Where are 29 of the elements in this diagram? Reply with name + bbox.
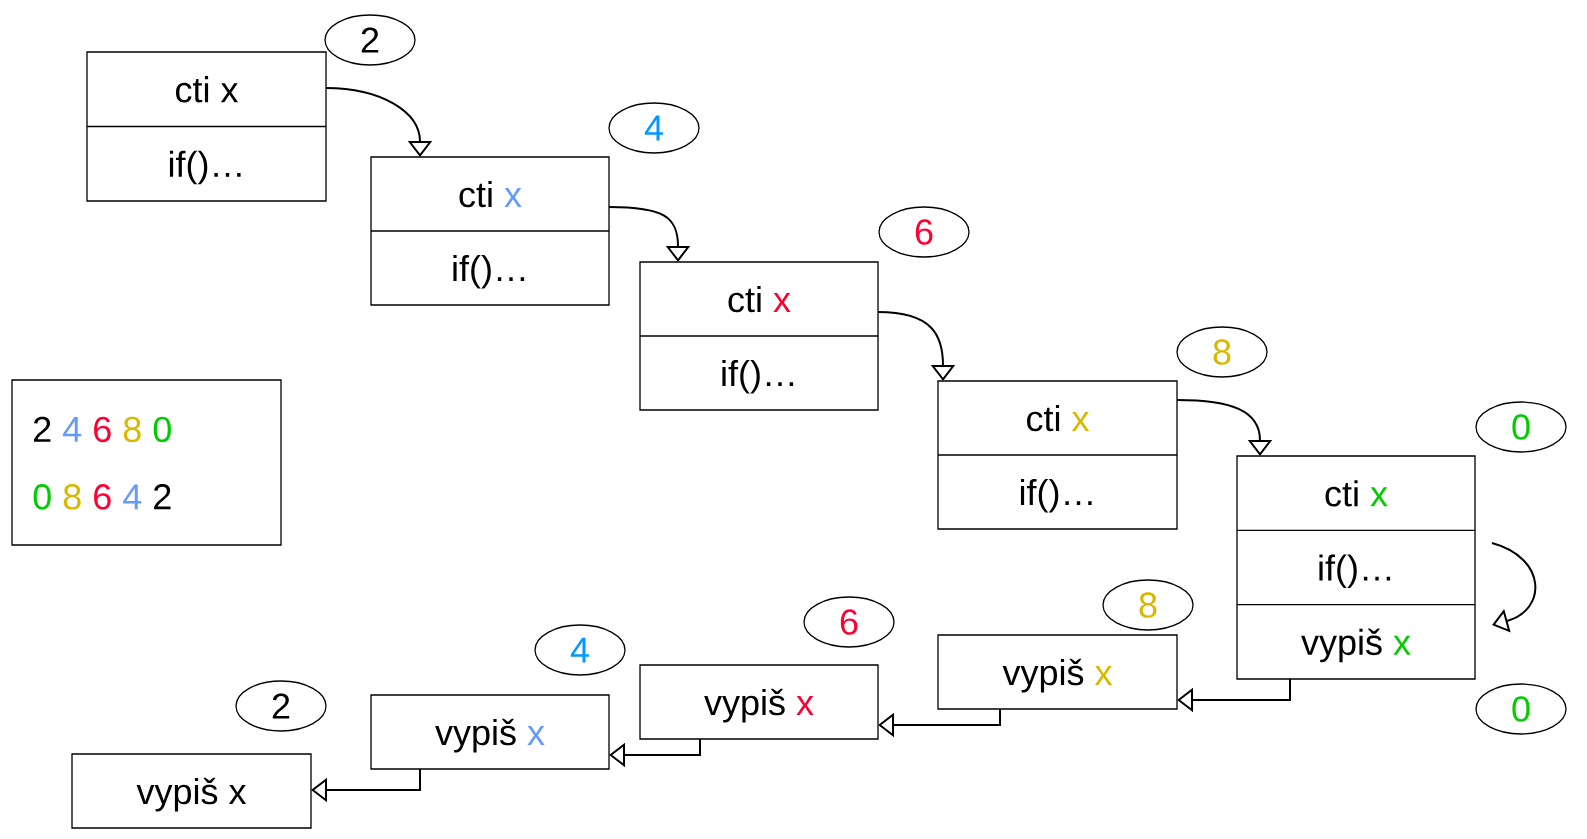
number-bubble: 4 [534, 624, 626, 676]
arrow [609, 738, 701, 768]
stack-frame-box: vypiš x [370, 694, 610, 770]
sequence-box: 2 4 6 8 0 0 8 6 4 2 [11, 379, 282, 546]
stack-frame-box: cti x if()… vypiš x [1236, 455, 1476, 680]
stack-frame-box: cti x if()… [86, 51, 327, 202]
arrow [1177, 678, 1291, 713]
stack-frame-box: vypiš x [937, 634, 1178, 710]
number-bubble: 2 [235, 680, 327, 732]
arrow [1491, 542, 1537, 633]
stack-frame-box: vypiš x [71, 753, 312, 829]
arrow [608, 206, 691, 262]
number-bubble: 6 [878, 206, 970, 258]
arrow [1176, 399, 1273, 456]
arrow [311, 768, 421, 803]
arrow [877, 311, 956, 381]
arrow [325, 87, 433, 157]
stack-frame-box: cti x if()… [370, 156, 610, 306]
stack-frame-box: cti x if()… [639, 261, 879, 411]
number-bubble: 0 [1475, 683, 1567, 735]
number-bubble: 8 [1176, 326, 1268, 378]
number-bubble: 8 [1102, 579, 1194, 631]
number-bubble: 4 [608, 102, 700, 154]
number-bubble: 0 [1475, 401, 1567, 453]
number-bubble: 6 [803, 596, 895, 648]
number-bubble: 2 [324, 14, 416, 66]
stack-frame-box: vypiš x [639, 664, 879, 740]
arrow [878, 708, 1001, 738]
stack-frame-box: cti x if()… [937, 380, 1178, 530]
